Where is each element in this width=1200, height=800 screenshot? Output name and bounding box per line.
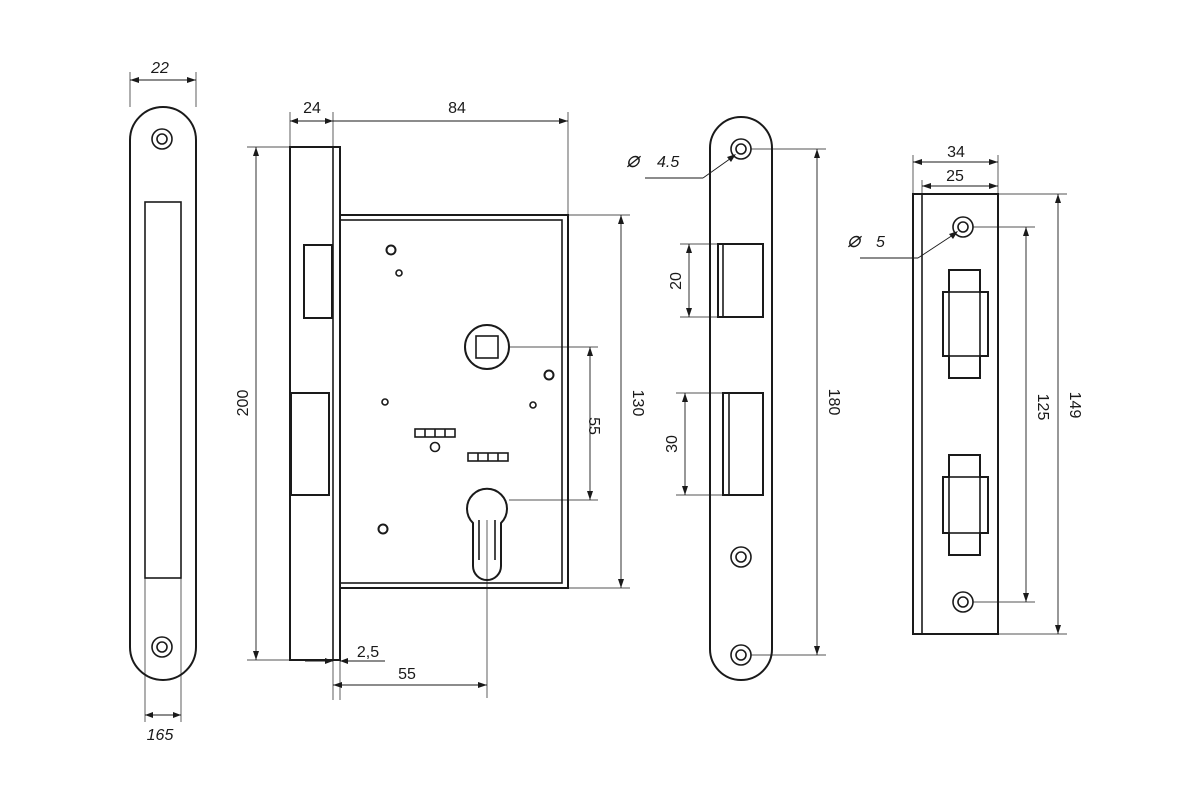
screw-hole [730,546,752,568]
dim-label: 20 [668,272,685,290]
dim-label: 149 [1066,392,1083,419]
dimension-height: 149 [998,193,1083,635]
dim-label: 130 [629,390,646,417]
dim-label: 180 [825,389,842,416]
latch-opening [717,243,764,318]
gear-rack [467,452,509,462]
faceplate-side-view: 22 165 [129,60,197,744]
latch [303,244,333,319]
dim-label: 125 [1034,394,1051,421]
pin-hole [381,398,389,406]
mounting-hole [543,369,555,381]
pin-hole [429,441,441,453]
bolt-opening [722,392,764,496]
dim-label: 4.5 [657,154,679,171]
dimension-case-width: 84 [333,100,569,215]
faceplate-side-slot [144,201,182,579]
dimension-outer-width: 34 [912,144,999,194]
pin-hole [395,269,403,277]
strike-plate-view: 34 25 ⌀ 5 125 [847,144,1083,635]
deadbolt [290,392,330,496]
spindle-follower [464,324,510,370]
faceplate-side-outline [129,106,197,681]
lock-body-view: 24 84 200 130 [235,100,646,700]
mounting-hole [385,244,397,256]
dim-label: 5 [876,234,885,251]
dimension-bottom: 165 [144,578,182,744]
dimension-hole-spacing: 180 [751,148,842,656]
dimension-center-distance: 55 [509,346,602,501]
dim-label: 25 [946,168,964,185]
screw-hole [952,591,974,613]
dimension-inner-width: 25 [921,168,998,194]
dimension-case-height: 130 [568,214,646,589]
dimension-hole-diameter: ⌀ 5 [847,227,958,259]
dimension-bolt: 30 [664,392,723,496]
diameter-symbol: ⌀ [847,227,863,252]
dim-label: 165 [147,727,174,744]
mounting-hole [377,523,389,535]
dimension-height: 200 [235,146,290,661]
faceplate-front-view: ⌀ 4.5 20 30 180 [626,116,842,681]
dimension-offset: 2,5 [305,588,385,700]
strike-plate-outline [912,193,999,635]
dim-label: 30 [664,435,681,453]
dim-label: 200 [235,390,252,417]
diameter-symbol: ⌀ [626,147,642,172]
cylinder-cutout [466,487,508,581]
gear-rack [414,428,456,438]
dim-label: 34 [947,144,965,161]
dim-label: 55 [585,417,602,435]
dimension-backset: 55 [332,520,488,700]
dimension-width: 22 [129,60,197,107]
dimension-front-width: 24 [289,100,334,147]
faceplate-front-outline [709,116,773,681]
screw-hole [730,644,752,666]
dim-label: 55 [398,666,416,683]
screw-hole [151,636,173,658]
dim-label: 24 [303,100,321,117]
dimension-hole-spacing: 125 [973,226,1051,603]
screw-hole [151,128,173,150]
dimension-latch: 20 [668,243,718,318]
dim-label: 84 [448,100,466,117]
dim-label: 2,5 [357,644,379,661]
dimension-hole-diameter: ⌀ 4.5 [626,147,736,179]
dim-label: 22 [150,60,169,77]
pin-hole [529,401,537,409]
